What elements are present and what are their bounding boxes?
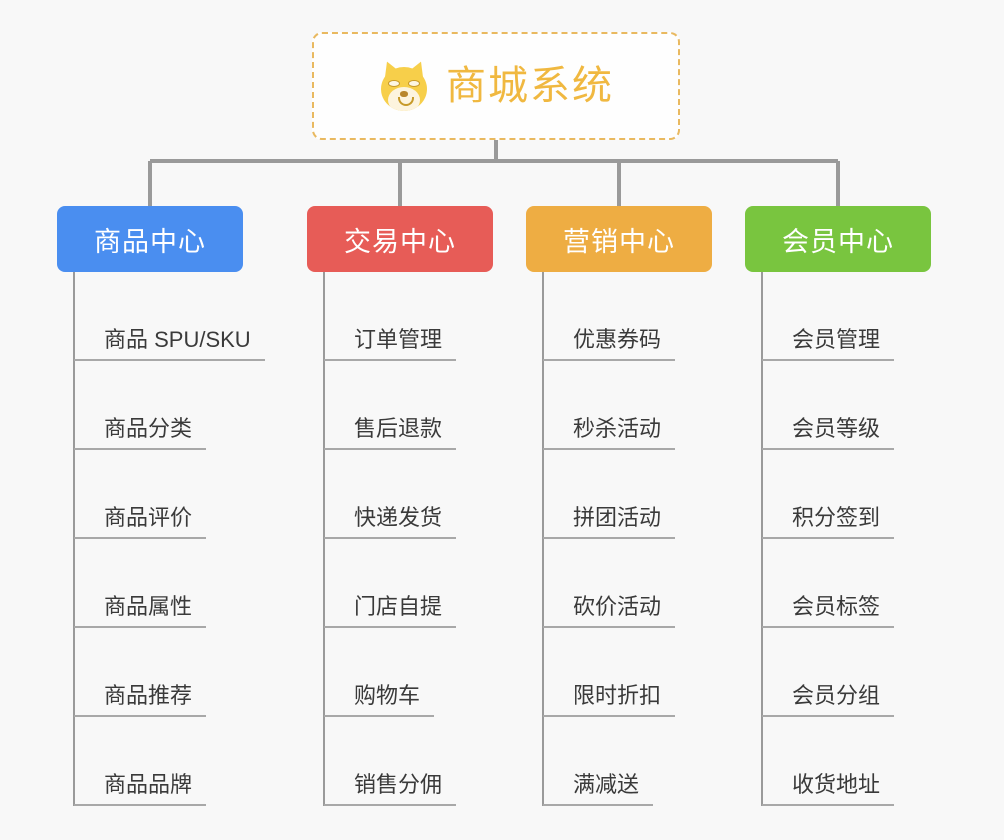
leaf-label: 砍价活动	[543, 594, 676, 628]
branch-spine-3	[542, 272, 544, 806]
branch-children-2: 订单管理 售后退款 快递发货 门店自提 购物车 销售分佣	[307, 272, 493, 806]
list-item[interactable]: 商品属性	[74, 539, 265, 628]
branch-children-3: 优惠券码 秒杀活动 拼团活动 砍价活动 限时折扣 满减送	[526, 272, 712, 806]
list-item[interactable]: 收货地址	[762, 717, 931, 806]
branch-spine-2	[323, 272, 325, 806]
leaf-label: 商品属性	[74, 594, 207, 628]
root-node[interactable]: 商城系统	[312, 32, 680, 140]
branch-header-trade-center[interactable]: 交易中心	[307, 206, 493, 272]
leaf-label: 商品推荐	[74, 683, 207, 717]
branch-children-4: 会员管理 会员等级 积分签到 会员标签 会员分组 收货地址	[745, 272, 931, 806]
root-title: 商城系统	[446, 64, 614, 108]
leaf-label: 优惠券码	[543, 327, 676, 361]
list-item[interactable]: 商品分类	[74, 361, 265, 450]
leaf-label: 会员标签	[762, 594, 895, 628]
list-item[interactable]: 商品 SPU/SKU	[74, 272, 265, 361]
list-item[interactable]: 限时折扣	[543, 628, 712, 717]
leaf-label: 购物车	[324, 683, 435, 717]
branch-column-4: 会员中心 会员管理 会员等级 积分签到 会员标签 会员分组 收货地址	[745, 206, 931, 806]
list-item[interactable]: 满减送	[543, 717, 712, 806]
leaf-label: 积分签到	[762, 505, 895, 539]
leaf-label: 会员分组	[762, 683, 895, 717]
branch-children-1: 商品 SPU/SKU 商品分类 商品评价 商品属性 商品推荐 商品品牌	[57, 272, 265, 806]
leaf-label: 商品品牌	[74, 772, 207, 806]
branch-header-member-center[interactable]: 会员中心	[745, 206, 931, 272]
list-item[interactable]: 商品品牌	[74, 717, 265, 806]
list-item[interactable]: 砍价活动	[543, 539, 712, 628]
list-item[interactable]: 销售分佣	[324, 717, 493, 806]
list-item[interactable]: 会员管理	[762, 272, 931, 361]
leaf-label: 拼团活动	[543, 505, 676, 539]
list-item[interactable]: 会员标签	[762, 539, 931, 628]
list-item[interactable]: 快递发货	[324, 450, 493, 539]
list-item[interactable]: 拼团活动	[543, 450, 712, 539]
leaf-label: 满减送	[543, 772, 654, 806]
leaf-label: 秒杀活动	[543, 416, 676, 450]
leaf-label: 快递发货	[324, 505, 457, 539]
list-item[interactable]: 会员等级	[762, 361, 931, 450]
shiba-inu-icon	[378, 58, 430, 112]
list-item[interactable]: 会员分组	[762, 628, 931, 717]
branch-column-2: 交易中心 订单管理 售后退款 快递发货 门店自提 购物车 销售分佣	[307, 206, 493, 806]
leaf-label: 会员等级	[762, 416, 895, 450]
branch-header-product-center[interactable]: 商品中心	[57, 206, 243, 272]
leaf-label: 商品评价	[74, 505, 207, 539]
leaf-label: 会员管理	[762, 327, 895, 361]
branch-spine-4	[761, 272, 763, 806]
leaf-label: 限时折扣	[543, 683, 676, 717]
list-item[interactable]: 积分签到	[762, 450, 931, 539]
list-item[interactable]: 购物车	[324, 628, 493, 717]
list-item[interactable]: 秒杀活动	[543, 361, 712, 450]
list-item[interactable]: 商品推荐	[74, 628, 265, 717]
leaf-label: 售后退款	[324, 416, 457, 450]
leaf-label: 收货地址	[762, 772, 895, 806]
branch-column-3: 营销中心 优惠券码 秒杀活动 拼团活动 砍价活动 限时折扣 满减送	[526, 206, 712, 806]
branch-spine-1	[73, 272, 75, 806]
leaf-label: 订单管理	[324, 327, 457, 361]
leaf-label: 商品分类	[74, 416, 207, 450]
list-item[interactable]: 商品评价	[74, 450, 265, 539]
list-item[interactable]: 门店自提	[324, 539, 493, 628]
leaf-label: 商品 SPU/SKU	[74, 327, 265, 361]
list-item[interactable]: 订单管理	[324, 272, 493, 361]
list-item[interactable]: 优惠券码	[543, 272, 712, 361]
list-item[interactable]: 售后退款	[324, 361, 493, 450]
branch-column-1: 商品中心 商品 SPU/SKU 商品分类 商品评价 商品属性 商品推荐 商品品牌	[57, 206, 265, 806]
leaf-label: 门店自提	[324, 594, 457, 628]
branch-header-marketing-center[interactable]: 营销中心	[526, 206, 712, 272]
leaf-label: 销售分佣	[324, 772, 457, 806]
